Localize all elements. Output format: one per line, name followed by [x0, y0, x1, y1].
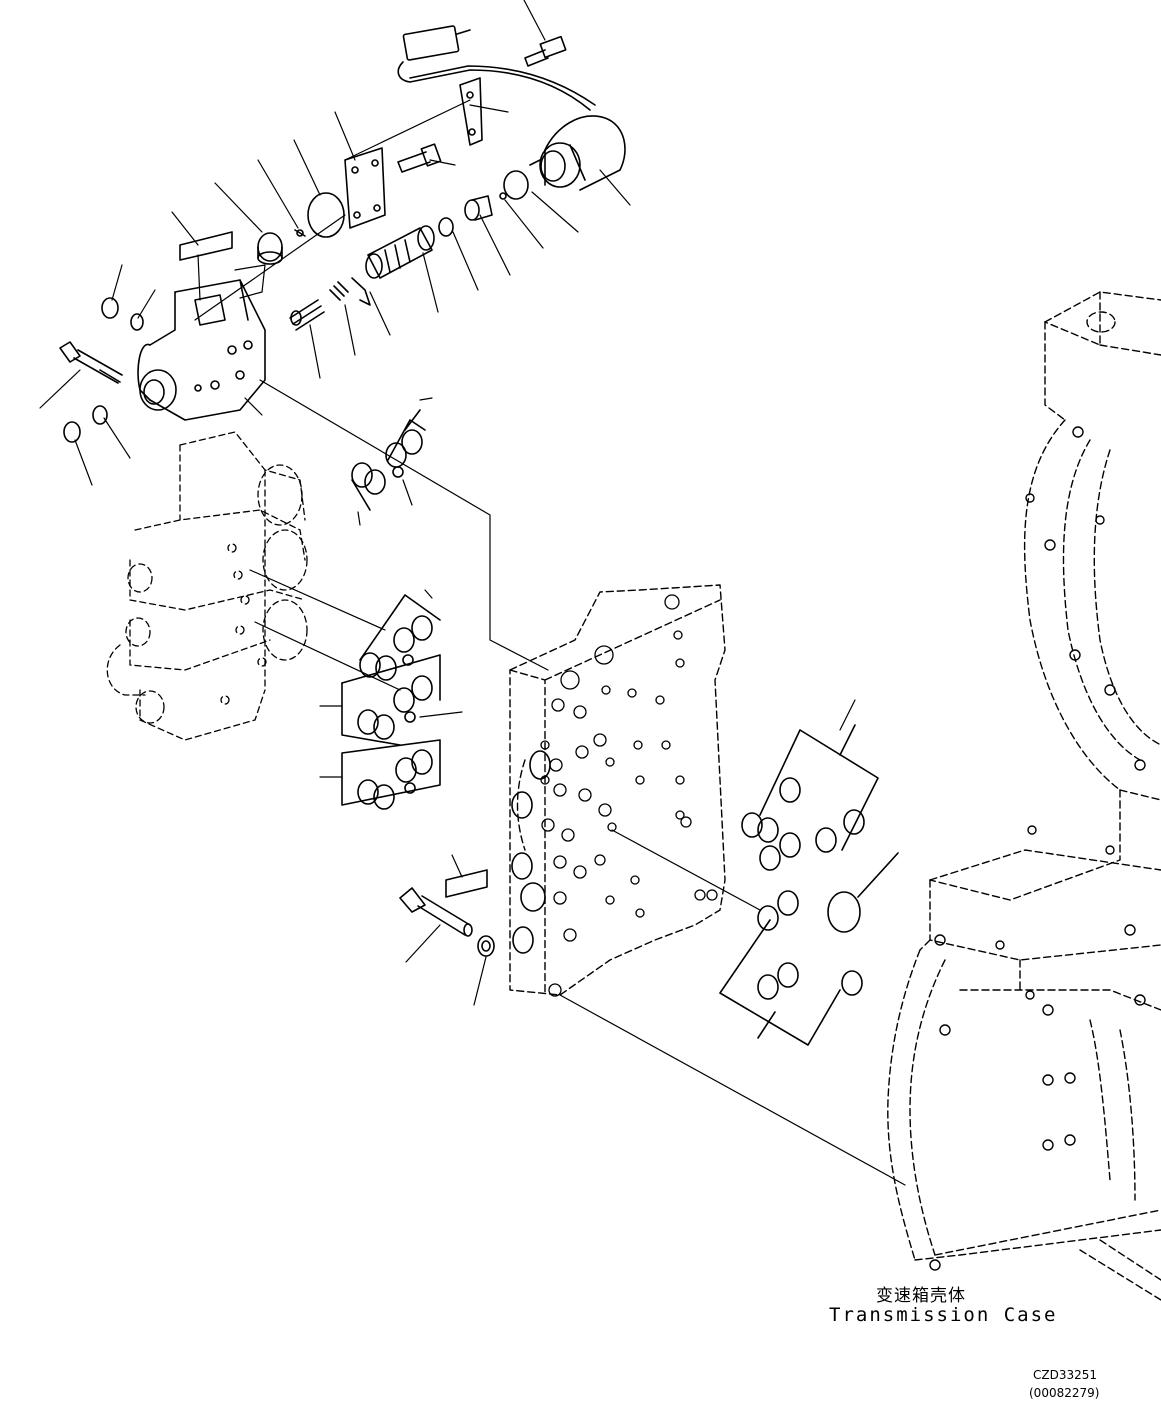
reference-lines [194, 99, 906, 1186]
o-ring-group-3 [741, 724, 879, 871]
drawing-reference: (00082279) [1029, 1386, 1100, 1400]
transmission-case-label-cn: 变速箱壳体 [876, 1286, 966, 1306]
main-valve-body [509, 584, 726, 996]
solenoid-valve [529, 115, 626, 191]
case-bolt-holes [929, 426, 1146, 1271]
cover-plate [344, 147, 386, 229]
label-tag-lower [445, 869, 488, 898]
small-spring-parts [289, 229, 371, 331]
o-ring-group-2 [341, 594, 441, 810]
long-bolt-left [59, 341, 123, 384]
valve-body-upper [137, 279, 266, 421]
transmission-case [887, 291, 1161, 1301]
long-bolt-lower [399, 887, 473, 937]
fitting [397, 143, 442, 173]
o-rings-top [130, 170, 529, 331]
main-valve-holes [540, 594, 718, 997]
side-ports [511, 750, 551, 954]
o-ring-group-4 [719, 852, 899, 1046]
connector-harness [397, 25, 596, 146]
leader-lines [39, 0, 856, 1006]
transmission-case-label-en: Transmission Case [829, 1304, 1058, 1326]
valve-stack-phantom [106, 431, 308, 741]
cap-plug [257, 232, 283, 265]
drawing-code: CZD33251 [1033, 1368, 1098, 1382]
o-ring-group-1 [351, 409, 426, 511]
spool [365, 225, 435, 279]
washer [477, 935, 495, 957]
plugs-left [63, 297, 119, 443]
plug-fitting [464, 195, 493, 221]
label-tag-upper [179, 231, 233, 261]
bolt-top [524, 35, 567, 67]
